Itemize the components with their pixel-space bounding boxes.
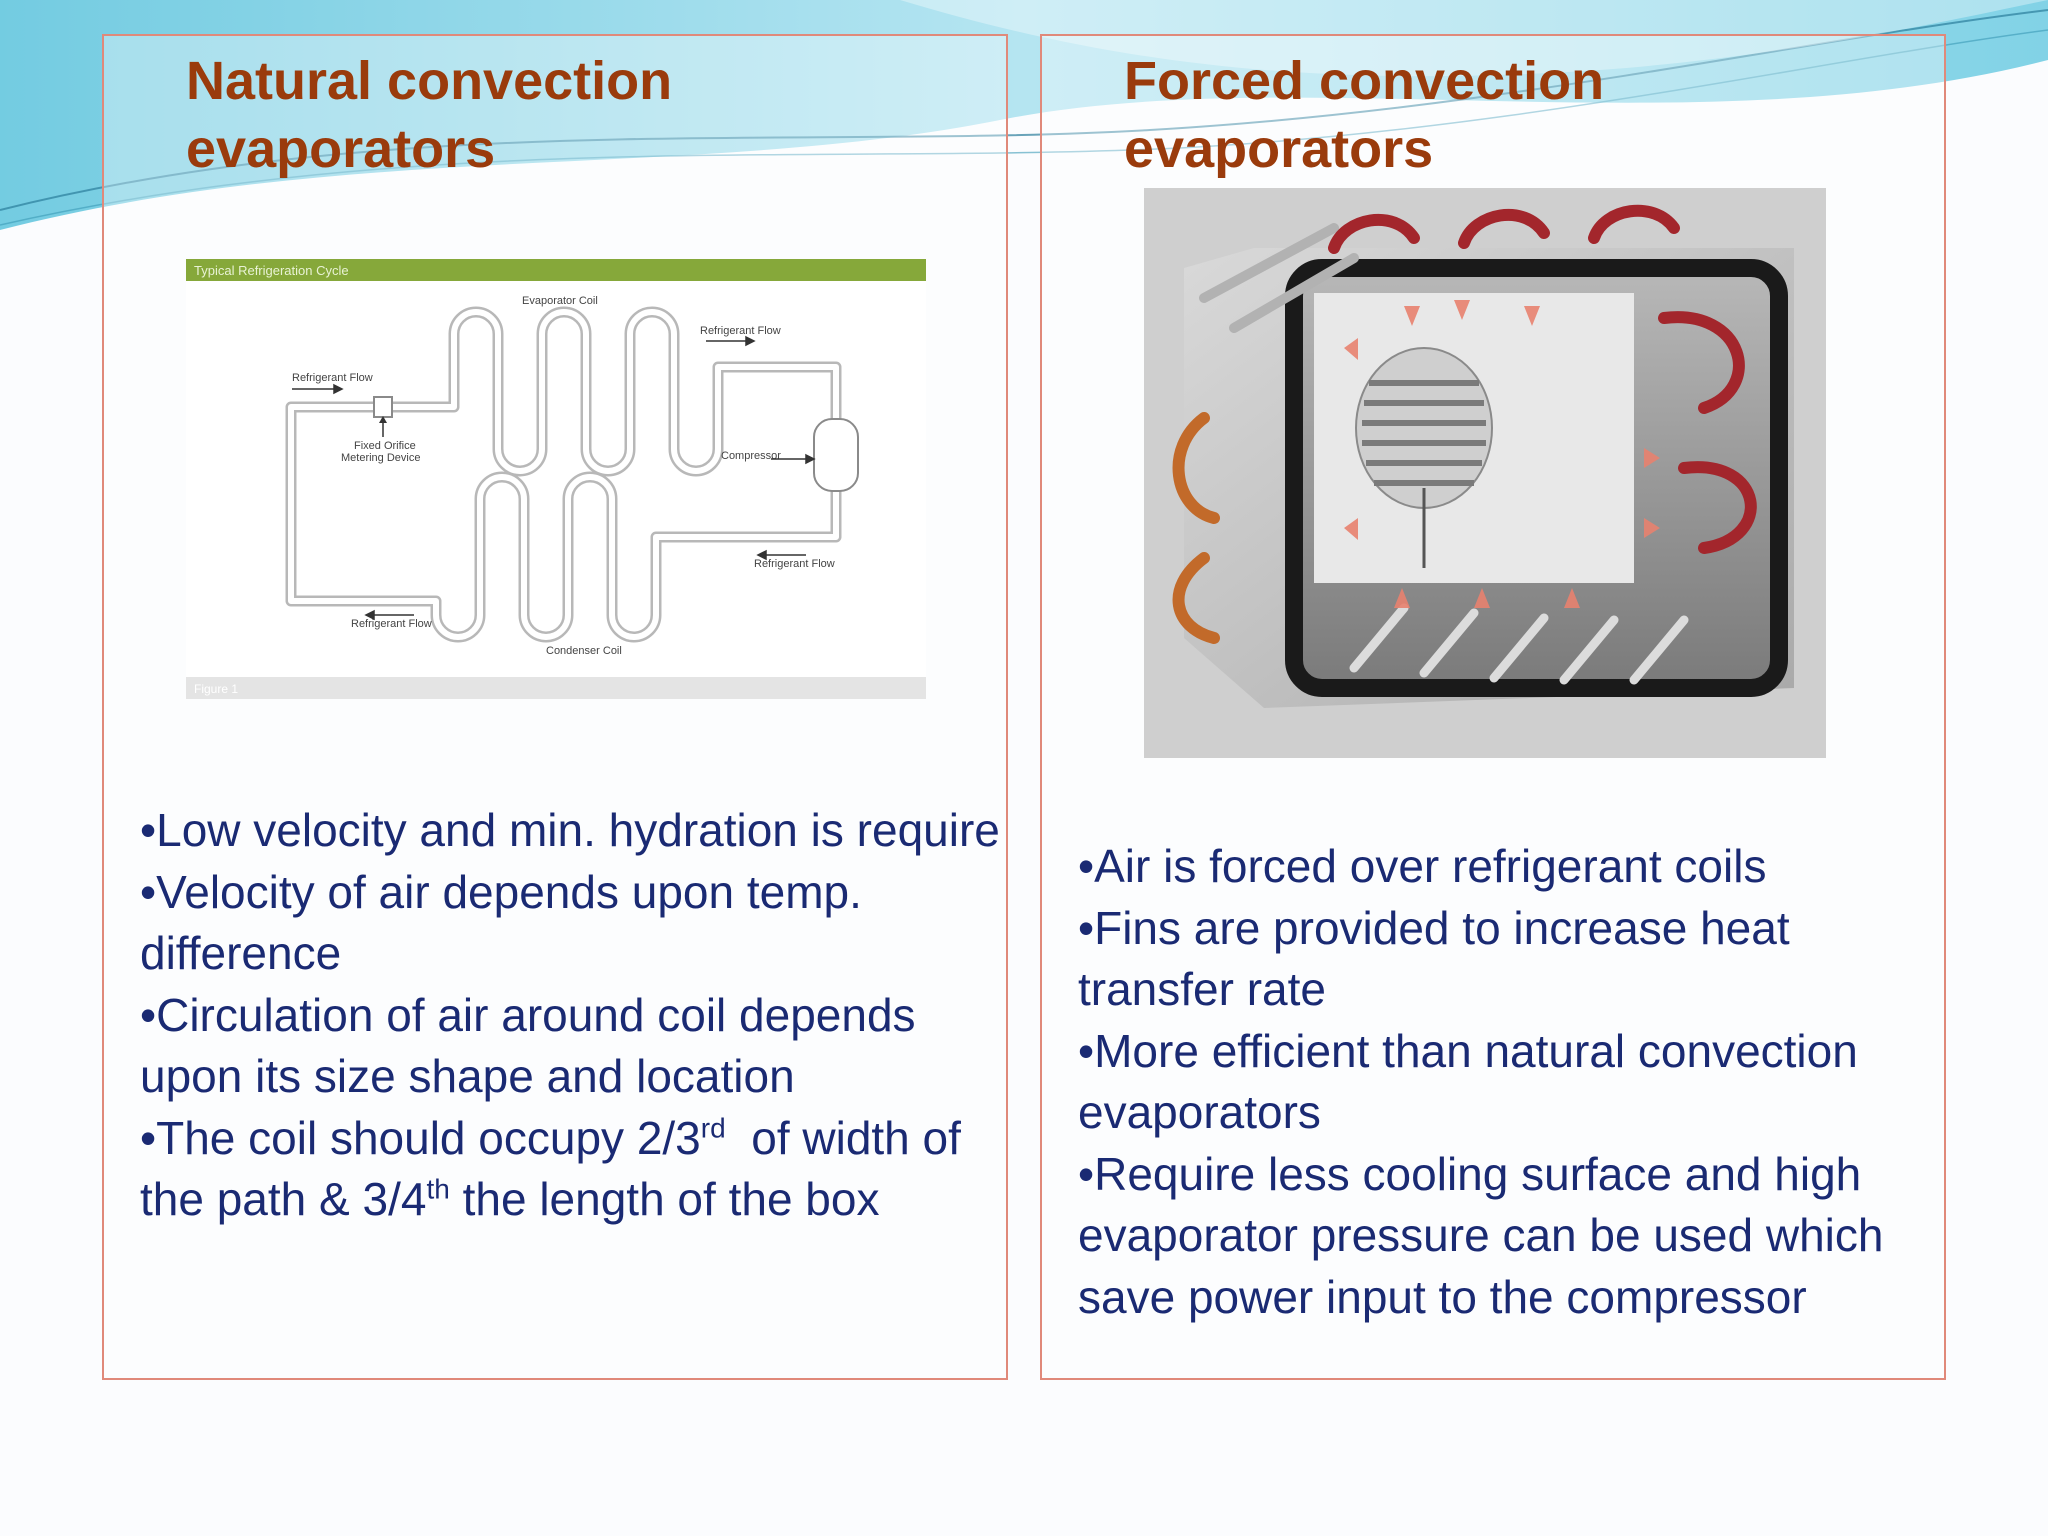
label-refrigerant-flow-bottom: Refrigerant Flow [351,618,432,630]
label-refrigerant-flow-top: Refrigerant Flow [700,325,781,337]
superscript-rd: rd [700,1112,726,1144]
label-condenser-coil: Condenser Coil [546,645,622,657]
refrigeration-cycle-diagram: Typical Refrigeration Cycle Figure 1 Eva… [186,259,926,699]
bullet-item: •More efficient than natural convection … [1078,1024,1858,1139]
bullet-item: •Air is forced over refrigerant coils [1078,840,1767,892]
diagram-footer-text: Figure 1 [194,682,238,696]
label-metering-line1: Fixed Orifice [354,440,416,452]
header-wave-decoration [0,0,2048,230]
bullet-text: the length of the box [449,1173,880,1225]
airflow-arrows [1344,300,1660,608]
label-refrigerant-flow-left: Refrigerant Flow [292,372,373,384]
natural-convection-bullets: •Low velocity and min. hydration is requ… [140,800,1000,1231]
compressor-icon [813,418,859,492]
forced-convection-bullets: •Air is forced over refrigerant coils •F… [1078,836,1938,1328]
fan-coil-icon [1355,347,1493,568]
refrigerant-loop-inner [288,309,839,640]
diagram-header-text: Typical Refrigeration Cycle [194,263,349,278]
natural-convection-title: Natural convection evaporators [186,51,673,179]
bullet-item-coil-occupancy: •The coil should occupy 2/3rd of width o… [140,1108,1000,1231]
superscript-th: th [426,1173,450,1205]
forced-convection-title: Forced convection evaporators [1124,51,1605,179]
forced-convection-panel: Forced convection evaporators [1040,34,1946,1380]
metering-device-icon [373,396,393,437]
bullet-item: •Fins are provided to increase heat tran… [1078,901,1790,1016]
label-refrigerant-flow-right: Refrigerant Flow [754,558,835,570]
natural-convection-panel: Natural convection evaporators Typical R… [102,34,1008,1380]
label-metering-line2: Metering Device [341,452,420,464]
label-compressor: Compressor [721,450,781,462]
diagram-footer-bar [186,677,926,699]
bullet-item: •Require less cooling surface and high e… [1078,1147,1884,1323]
bullet-item: •Circulation of air around coil depends … [140,988,916,1103]
bullet-item: •Low velocity and min. hydration is requ… [140,804,1000,856]
bullet-text: •The coil should occupy 2/3 [140,1111,701,1164]
refrigerant-tubes [1172,204,1757,685]
forced-evaporator-illustration [1144,188,1826,758]
bullet-item: •Velocity of air depends upon temp. diff… [140,865,862,980]
flow-arrows [292,335,816,621]
diagram-header-bar [186,259,926,281]
label-evaporator-coil: Evaporator Coil [522,295,598,307]
bullet-text: of width of the path & 3/4 [140,1111,974,1226]
